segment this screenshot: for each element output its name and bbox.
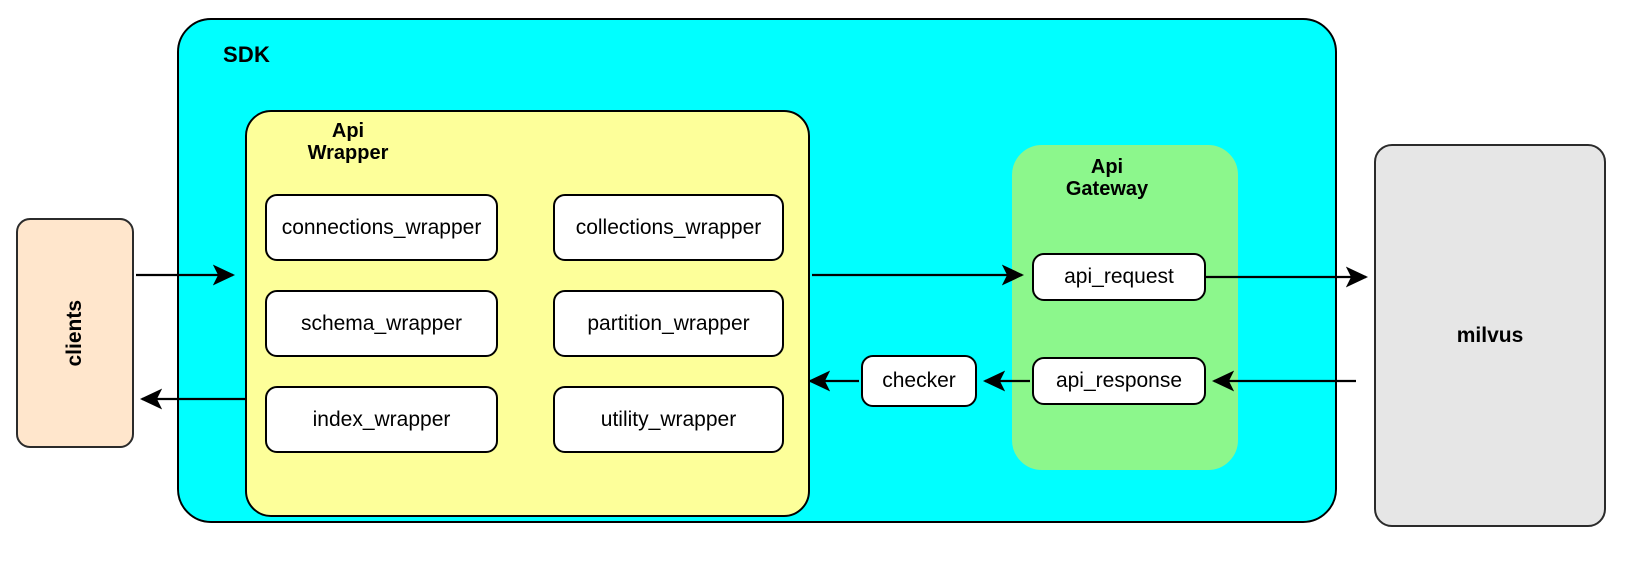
api-request-node[interactable]: api_request bbox=[1032, 253, 1206, 301]
api-wrapper-title: Api Wrapper bbox=[307, 120, 389, 165]
clients-node[interactable]: clients bbox=[16, 218, 134, 448]
api-gateway-panel: Api Gateway bbox=[1012, 145, 1238, 470]
checker-node[interactable]: checker bbox=[861, 355, 977, 407]
api-response-node[interactable]: api_response bbox=[1032, 357, 1206, 405]
milvus-node[interactable]: milvus bbox=[1374, 144, 1606, 527]
module-collections-wrapper[interactable]: collections_wrapper bbox=[553, 194, 784, 261]
module-index-wrapper[interactable]: index_wrapper bbox=[265, 386, 498, 453]
module-partition-wrapper[interactable]: partition_wrapper bbox=[553, 290, 784, 357]
clients-label: clients bbox=[63, 299, 86, 367]
module-connections-wrapper[interactable]: connections_wrapper bbox=[265, 194, 498, 261]
module-schema-wrapper[interactable]: schema_wrapper bbox=[265, 290, 498, 357]
api-gateway-title: Api Gateway bbox=[1065, 156, 1149, 201]
sdk-title: SDK bbox=[223, 42, 271, 67]
module-utility-wrapper[interactable]: utility_wrapper bbox=[553, 386, 784, 453]
